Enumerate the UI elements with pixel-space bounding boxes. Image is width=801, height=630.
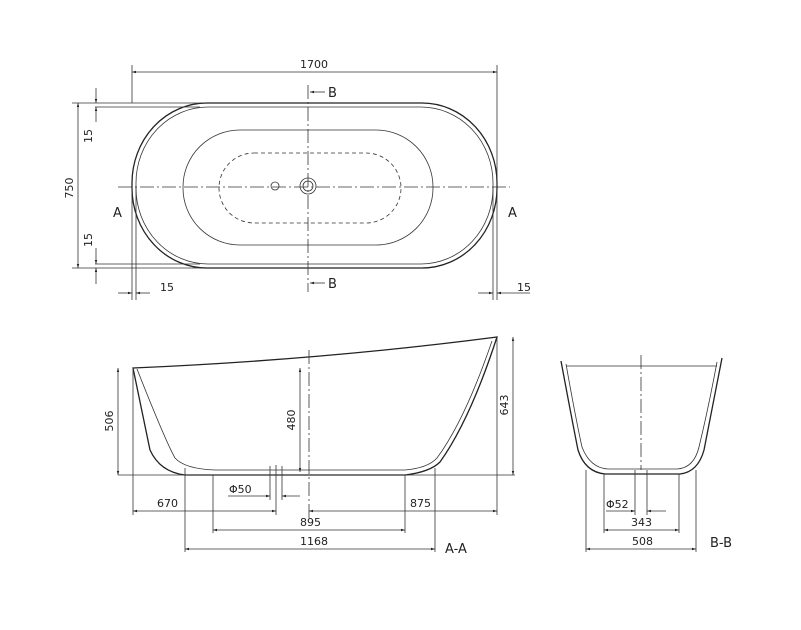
inner-depth-label: 480 (285, 410, 298, 431)
width-label: 750 (63, 178, 76, 199)
section-marker-b-top: B (328, 86, 337, 101)
rim-left-label: 15 (160, 281, 174, 294)
tub-floor-outline (218, 152, 402, 224)
height-left-label: 506 (103, 411, 116, 432)
side-profile (132, 336, 498, 476)
dim-right-label: 875 (410, 497, 431, 510)
section-marker-b-bottom: B (328, 277, 337, 292)
height-right-label: 643 (498, 395, 511, 416)
rim-bottom-label: 15 (82, 233, 95, 247)
length-label: 1700 (300, 58, 328, 71)
section-a-a: 506 480 643 670 875 895 1168 Φ50 A-A (103, 336, 515, 557)
rim-right-label: 15 (517, 281, 531, 294)
drain-diameter-label: Φ52 (606, 498, 629, 511)
end-profile (560, 357, 723, 475)
inner-wall (565, 361, 718, 470)
dim-base-label: 1168 (300, 535, 328, 548)
dim-feet-label: 343 (631, 516, 652, 529)
overflow-icon (270, 181, 280, 191)
rim-top-label: 15 (82, 129, 95, 143)
section-bb-title: B-B (710, 536, 732, 551)
inner-wall (136, 340, 493, 471)
section-b-b: Φ52 343 508 B-B (560, 355, 732, 552)
section-marker-a-left: A (113, 206, 122, 221)
section-marker-a-right: A (508, 206, 517, 221)
dim-base-label: 508 (632, 535, 653, 548)
tub-outer-rim (131, 102, 498, 269)
tub-rim-inner-edge (135, 106, 494, 265)
dim-feet-label: 895 (300, 516, 321, 529)
drain-diameter-label: Φ50 (229, 483, 252, 496)
top-view: 1700 750 15 15 15 15 A A B B (63, 58, 531, 300)
section-aa-title: A-A (445, 542, 467, 557)
dim-left-label: 670 (157, 497, 178, 510)
